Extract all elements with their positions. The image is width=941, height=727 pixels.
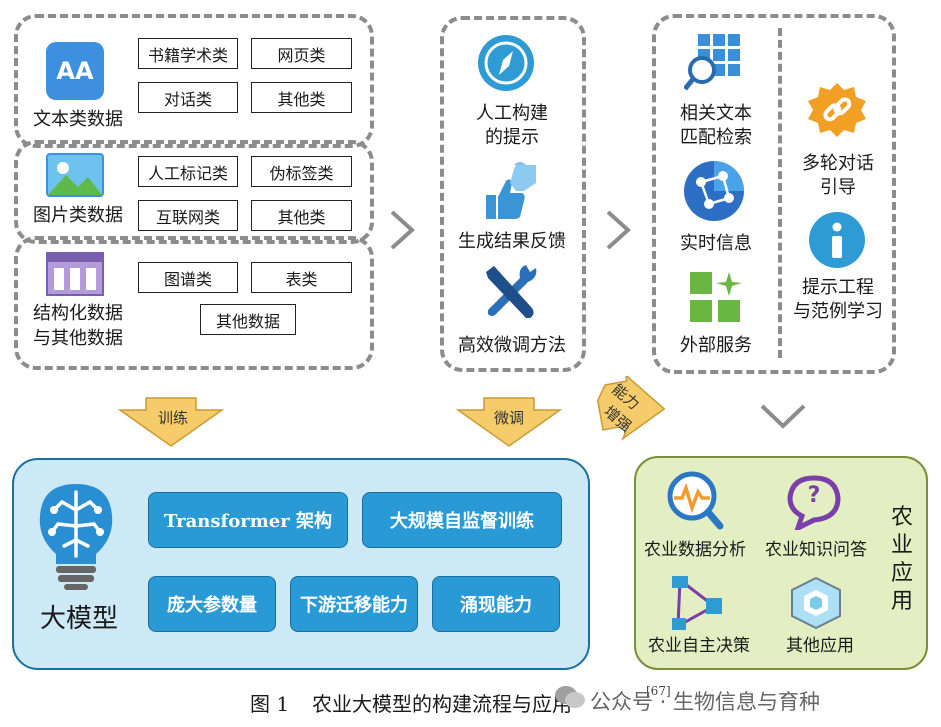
- tag-struct-other: 其他数据: [200, 304, 296, 335]
- agri-item-2-label: 农业知识问答: [765, 540, 867, 560]
- prompt-item-1-line1: 人工构建: [476, 103, 548, 124]
- figure-reference: [67]: [646, 684, 671, 698]
- prompt-item-2-label: 生成结果反馈: [458, 231, 566, 252]
- finetune-arrow: [456, 397, 562, 447]
- prompt-item-1-line2: 的提示: [485, 127, 539, 148]
- rag-item-3-label: 外部服务: [680, 335, 752, 356]
- agri-app-title: 农 业 应 用: [884, 504, 920, 616]
- agri-item-1-label: 农业数据分析: [644, 540, 746, 560]
- enhance-arrow: [596, 376, 666, 441]
- rag-panel: [652, 14, 896, 374]
- train-arrow-label: 训练: [157, 409, 188, 427]
- tools-icon: [486, 265, 537, 318]
- table-icon: [46, 252, 104, 296]
- agri-item-3-label: 农业自主决策: [648, 636, 750, 656]
- chevron-right-icon: [606, 210, 631, 250]
- picture-icon: [46, 153, 104, 197]
- link-gear-icon: [808, 83, 866, 137]
- info-icon: [809, 212, 865, 268]
- agri-item-4-label: 其他应用: [786, 636, 854, 656]
- train-arrow: [118, 397, 224, 447]
- grid-search-icon: [684, 34, 740, 91]
- feature-emergence: 涌现能力: [432, 576, 560, 632]
- thumbs-icon: [486, 162, 536, 219]
- text-font-icon-letters: AA: [56, 57, 94, 85]
- service-grid-icon: [690, 272, 742, 322]
- rag-item-5-line1: 提示工程: [802, 277, 874, 298]
- tag-pseudo: 伪标签类: [251, 156, 352, 187]
- rag-item-4-line1: 多轮对话: [802, 153, 874, 174]
- big-model-title: 大模型: [39, 604, 118, 634]
- watermark-text: 公众号 · 生物信息与育种: [590, 690, 821, 714]
- network-globe-icon: [684, 161, 744, 221]
- svg-text:?: ?: [808, 483, 821, 508]
- feature-transformer: Transformer 架构: [148, 492, 348, 548]
- tag-dialog: 对话类: [138, 82, 238, 113]
- rag-panel-divider: [778, 28, 782, 358]
- finetune-arrow-label: 微调: [493, 409, 524, 427]
- prompt-panel: [440, 16, 586, 372]
- text-data-label: 文本类数据: [33, 109, 123, 130]
- chevron-down-icon: [760, 404, 806, 429]
- feature-params: 庞大参数量: [148, 576, 276, 632]
- compass-icon: [478, 35, 534, 91]
- brain-bulb-icon: [39, 484, 113, 590]
- tag-graph: 图谱类: [138, 262, 238, 293]
- figure-caption: 农业大模型的构建流程与应用: [312, 692, 572, 716]
- image-data-label: 图片类数据: [33, 205, 123, 226]
- tag-internet: 互联网类: [138, 200, 238, 231]
- tag-web: 网页类: [251, 38, 352, 69]
- rag-item-2-label: 实时信息: [680, 233, 752, 254]
- feature-transfer: 下游迁移能力: [290, 576, 418, 632]
- struct-data-label-2: 与其他数据: [33, 328, 123, 349]
- chat-question-icon: ?: [787, 475, 841, 530]
- struct-data-label-1: 结构化数据: [33, 303, 123, 324]
- chevron-right-icon: [390, 210, 415, 250]
- tag-text-other: 其他类: [251, 82, 352, 113]
- tag-books: 书籍学术类: [138, 38, 238, 69]
- text-font-icon: AA: [46, 42, 104, 100]
- data-panel-text: [14, 14, 374, 148]
- rag-item-4-line2: 引导: [820, 177, 856, 198]
- agri-title-char-1: 农: [890, 505, 913, 530]
- figure-number: 图 1: [250, 692, 290, 716]
- agri-title-char-4: 用: [890, 589, 913, 614]
- prompt-item-3-label: 高效微调方法: [458, 335, 566, 356]
- tag-table: 表类: [251, 262, 352, 293]
- data-panel-struct: [14, 236, 374, 370]
- agri-title-char-2: 业: [890, 533, 913, 558]
- decision-icon: [672, 576, 722, 630]
- tag-manual: 人工标记类: [138, 156, 238, 187]
- rag-item-1-line1: 相关文本: [680, 103, 752, 124]
- wechat-icon: [555, 686, 585, 708]
- tag-image-other: 其他类: [251, 200, 352, 231]
- data-analysis-icon: [667, 471, 724, 530]
- rag-item-1-line2: 匹配检索: [680, 127, 752, 148]
- data-panel-image: [14, 140, 374, 244]
- agri-title-char-3: 应: [890, 561, 913, 586]
- rag-item-5-line2: 与范例学习: [793, 301, 883, 322]
- feature-selfsupervised: 大规模自监督训练: [362, 492, 562, 548]
- cube-icon: [791, 576, 841, 630]
